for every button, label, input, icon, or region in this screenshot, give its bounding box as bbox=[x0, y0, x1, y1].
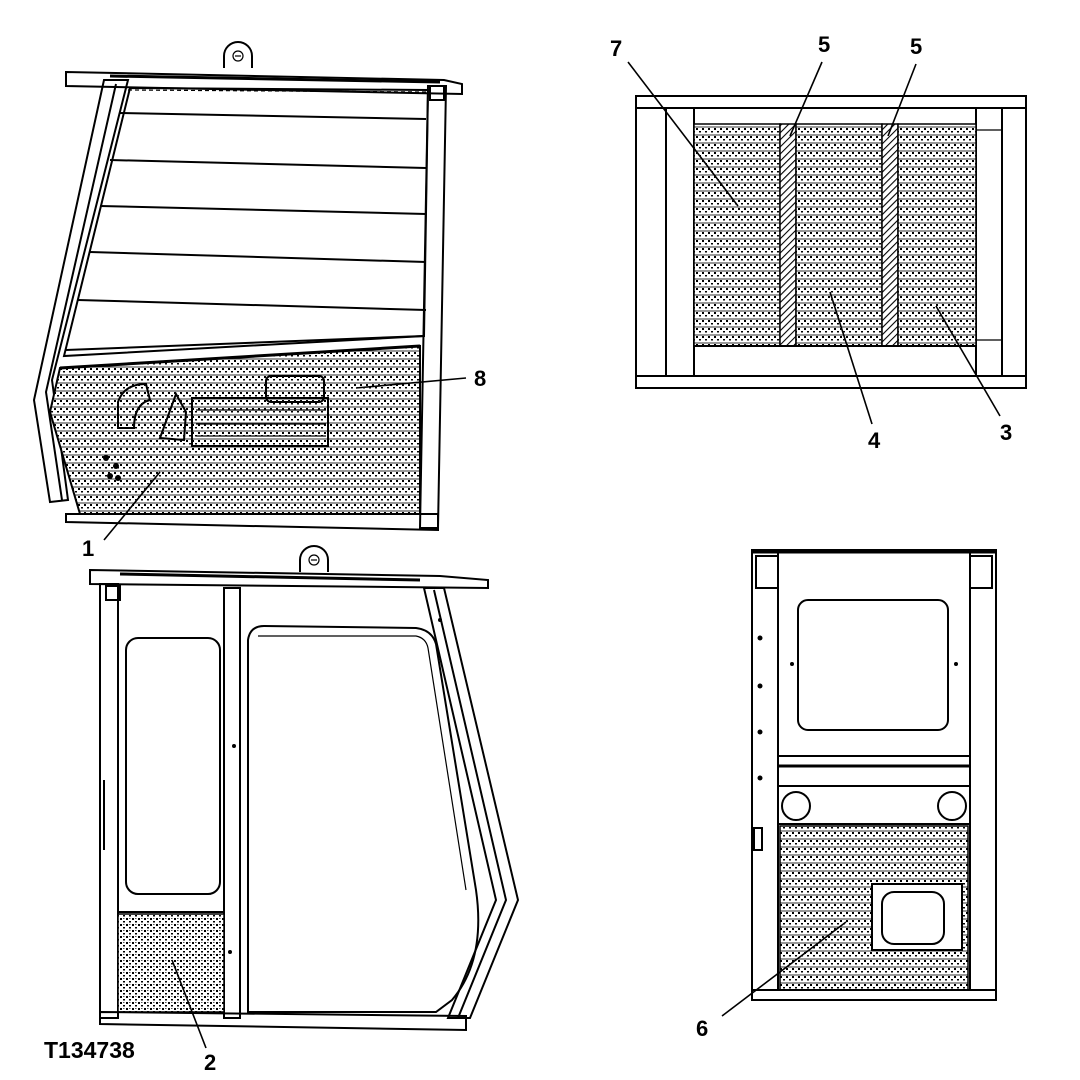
cab-rear-view bbox=[627, 61, 1027, 425]
callout-5a: 5 bbox=[818, 32, 830, 57]
callout-3: 3 bbox=[1000, 420, 1012, 445]
callout-4: 4 bbox=[868, 428, 881, 453]
lifting-eye-icon bbox=[223, 41, 253, 68]
lifting-eye-icon-2 bbox=[299, 545, 329, 572]
callout-6: 6 bbox=[696, 1016, 708, 1041]
console-cutout bbox=[103, 375, 329, 481]
window-bands bbox=[65, 112, 427, 351]
callout-5b: 5 bbox=[910, 34, 922, 59]
insulation-panel-6 bbox=[779, 825, 969, 991]
callout-8: 8 bbox=[474, 366, 486, 391]
insulation-panel-1 bbox=[48, 344, 421, 515]
seal-strip-5a bbox=[779, 123, 797, 347]
callout-7: 7 bbox=[610, 36, 622, 61]
insulation-panel-7 bbox=[693, 123, 781, 347]
insulation-panel-2 bbox=[117, 913, 225, 1013]
callout-1: 1 bbox=[82, 536, 94, 561]
callout-2: 2 bbox=[204, 1050, 216, 1075]
cab-side-view-right-door bbox=[89, 545, 520, 1049]
seal-strip-5b bbox=[881, 123, 899, 347]
insulation-panel-3 bbox=[897, 123, 977, 347]
insulation-panel-4 bbox=[795, 123, 883, 347]
cab-side-view-left bbox=[32, 41, 467, 541]
figure-code: T134738 bbox=[44, 1037, 135, 1063]
cab-front-view bbox=[721, 549, 997, 1017]
